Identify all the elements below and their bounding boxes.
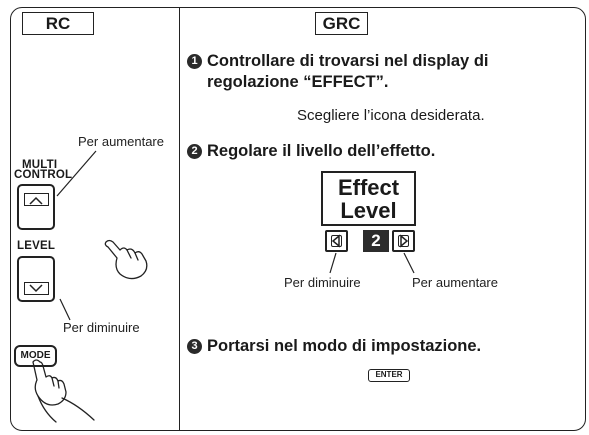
effect-level-display: Effect Level (321, 171, 416, 226)
step-3: 3 Portarsi nel modo di impostazione. (187, 336, 481, 357)
chevron-up-icon (29, 196, 43, 205)
instruction-frame (10, 7, 586, 431)
grc-increase-leader (403, 252, 415, 274)
step-3-text: Portarsi nel modo di impostazione. (207, 337, 482, 355)
step-2-number: 2 (187, 144, 202, 159)
rc-up-key (24, 193, 49, 206)
effect-level-value: 2 (363, 230, 389, 252)
rc-increase-leader (56, 150, 97, 197)
pointing-hand-icon (104, 239, 148, 280)
step-1-line-1: Controllare di trovarsi nel display di (207, 52, 489, 70)
rc-down-key (24, 282, 49, 295)
pressing-hand-icon (32, 359, 95, 423)
grc-header: GRC (315, 12, 368, 35)
increase-button[interactable] (392, 230, 415, 252)
step-3-number: 3 (187, 339, 202, 354)
mode-button[interactable]: MODE (14, 345, 57, 367)
choose-icon-text: Scegliere l’icona desiderata. (297, 107, 485, 124)
step-1-line-2: regolazione “EFFECT”. (207, 73, 389, 91)
rc-up-button[interactable] (17, 184, 55, 230)
rc-down-button[interactable] (17, 256, 55, 302)
chevron-down-icon (29, 284, 43, 293)
grc-decrease-leader (329, 252, 337, 274)
rc-decrease-label: Per diminuire (63, 320, 140, 335)
control-label: CONTROL (14, 169, 73, 181)
rc-increase-label: Per aumentare (78, 134, 164, 149)
column-divider (179, 7, 180, 431)
step-2: 2 Regolare il livello dell’effetto. (187, 141, 435, 162)
rc-header: RC (22, 12, 94, 35)
level-label: LEVEL (17, 240, 56, 252)
step-2-text: Regolare il livello dell’effetto. (207, 142, 436, 160)
multi-label: MULTI (22, 159, 58, 171)
effect-level-line-1: Effect (337, 175, 400, 200)
enter-key[interactable]: ENTER (368, 369, 410, 382)
effect-level-line-2: Level (340, 198, 397, 223)
grc-decrease-label: Per diminuire (284, 275, 361, 290)
grc-increase-label: Per aumentare (412, 275, 498, 290)
rc-decrease-leader (59, 298, 71, 321)
decrease-button[interactable] (325, 230, 348, 252)
step-1-number: 1 (187, 54, 202, 69)
